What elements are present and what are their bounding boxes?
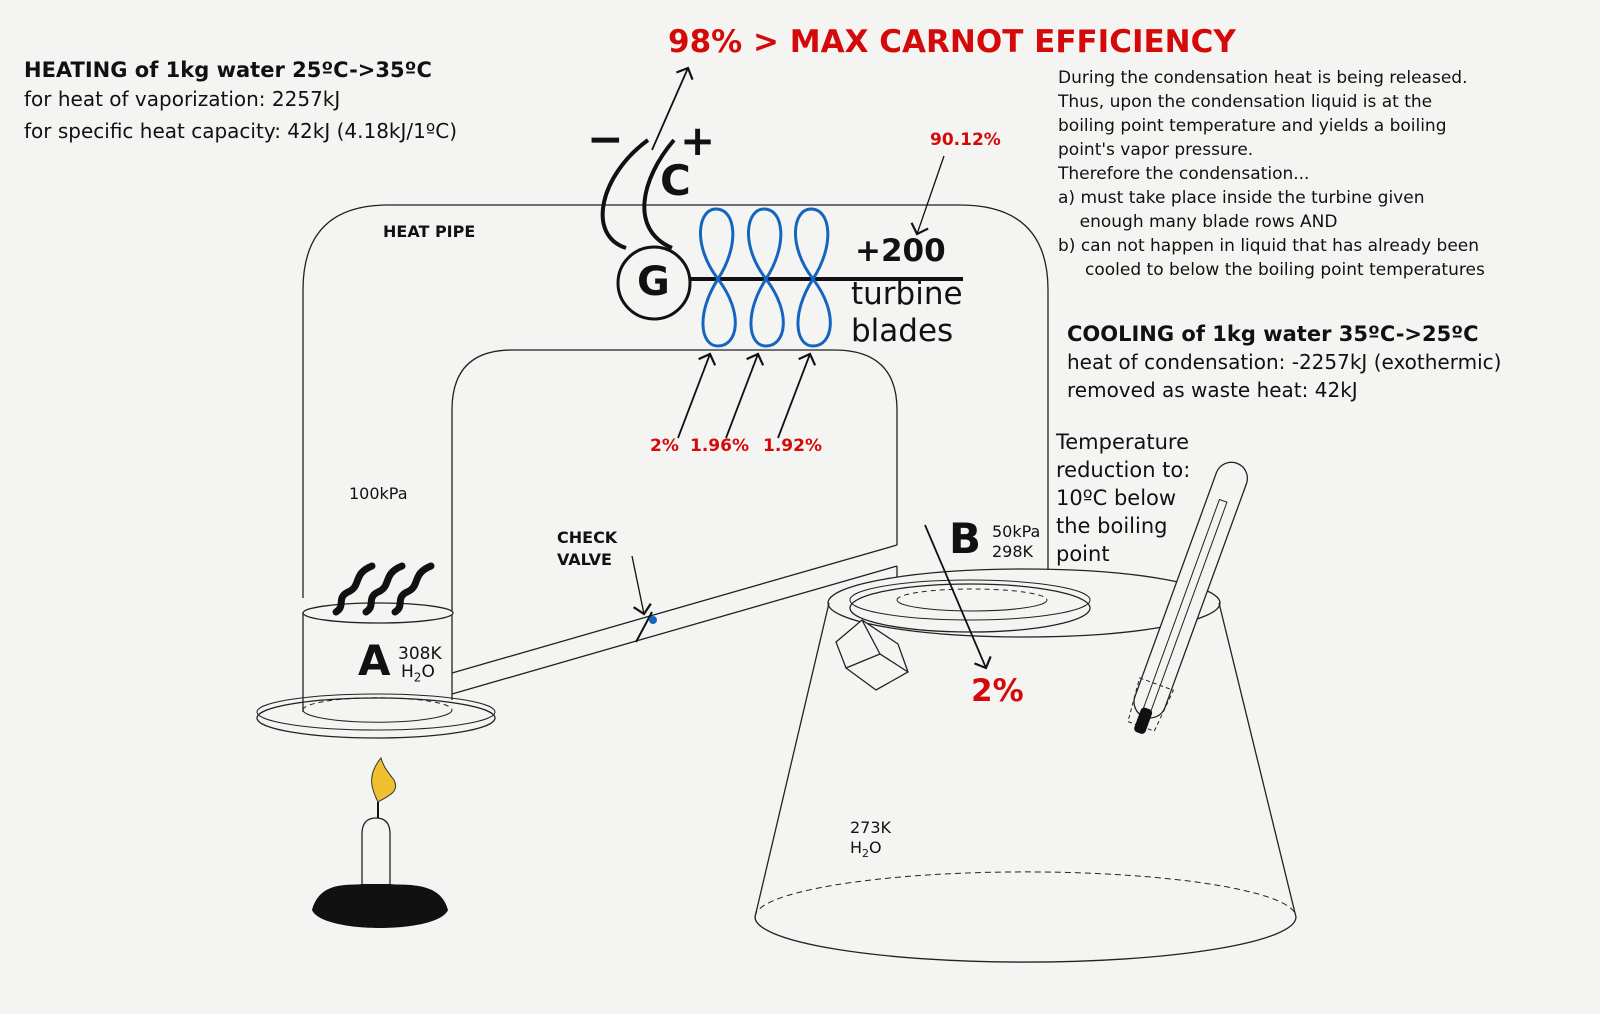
steam-icon-1 [332,562,376,616]
temperature-note-line: Temperature [1056,430,1190,454]
check-valve-line: CHECK [557,528,618,547]
row3-pct: 1.92% [763,436,822,456]
basin-substance: H2O [850,838,882,861]
condensation-note-line: Therefore the condensation... [1058,164,1310,184]
vessel-a-bottom-rim-front [302,709,453,723]
condensation-note-line: b) can not happen in liquid that has alr… [1058,236,1480,256]
cooling-condensation: heat of condensation: -2257kJ (exothermi… [1067,350,1502,374]
minus-label: − [587,114,624,165]
row3-arrow [777,352,817,439]
vessel-a-temp: 308K [398,644,442,664]
turbine-label-line: turbine [851,276,963,312]
output-arrow [651,66,694,151]
turbine-label-line: blades [851,313,954,349]
thermometer-icon [1127,461,1249,734]
vessel-b-label: B [949,514,982,563]
row1-pct: 2% [650,436,679,456]
condensation-note-line: cooled to below the boiling point temper… [1058,260,1485,280]
temperature-note-line: point [1056,542,1110,566]
turbine-gain: +200 [855,233,946,269]
condensation-note-line: Thus, upon the condensation liquid is at… [1058,92,1433,112]
condensation-notes: During the condensation heat is being re… [1058,66,1485,282]
plus-label: + [680,116,716,165]
check-valve-line: VALVE [557,550,612,569]
headline: 98% > MAX CARNOT EFFICIENCY [668,24,1236,60]
burner-base [312,884,448,928]
condensation-note-line: During the condensation heat is being re… [1058,68,1468,88]
vessel-a-base-inner [256,693,496,731]
heating-specific-heat: for specific heat capacity: 42kJ (4.18kJ… [24,119,458,143]
heat-pipe-inner [451,349,898,700]
condensation-note-line: point's vapor pressure. [1058,140,1254,160]
basin-bottom-front [754,916,1297,963]
cooling-title: COOLING of 1kg water 35ºC->25ºC [1067,322,1479,346]
basin-left-wall [754,602,830,918]
steam-icon-3 [391,562,435,616]
flame-icon [371,756,396,803]
vessel-b-pressure: 50kPa [992,522,1041,541]
turbine-blade-row-3 [794,207,832,348]
heating-title: HEATING of 1kg water 25ºC->35ºC [24,58,432,82]
generator-icon [616,245,692,321]
return-pipe-top [451,544,898,674]
basin-bottom-back [754,871,1297,918]
heating-vaporization: for heat of vaporization: 2257kJ [24,87,341,111]
turbine-blades [699,207,832,348]
vessel-a-label: A [358,636,391,685]
temperature-note-line: the boiling [1056,514,1168,538]
check-valve-arrow [631,555,652,616]
capacitor-label: C [660,156,691,205]
condensation-note-line: a) must take place inside the turbine gi… [1058,188,1425,208]
vessel-b-bottom-rim [896,588,1048,601]
condensation-note-line: boiling point temperature and yields a b… [1058,116,1447,136]
capacitor-inner-plate [642,138,676,250]
pressure-a-label: 100kPa [349,484,408,503]
temperature-note-line: 10ºC below [1056,486,1177,510]
condensation-note-line: enough many blade rows AND [1058,212,1338,232]
turbine-blade-row-1 [699,207,737,348]
vessel-a-base-outer [256,697,496,739]
row2-arrow [725,352,765,439]
basin-temp: 273K [850,818,892,837]
heat-pipe-outer [302,204,1049,598]
vessel-a-water-surface [302,602,454,624]
vessel-b-plate-inner [849,579,1091,621]
waste-pct: 2% [971,673,1024,709]
vessel-a-bottom-rim [302,697,453,711]
turbine-total-arrow [910,155,945,236]
return-pipe-bottom [451,565,898,695]
cooling-waste: removed as waste heat: 42kJ [1067,378,1358,402]
check-valve-label: CHECK VALVE [557,527,617,571]
steam-icon-2 [362,562,406,616]
vessel-b-plate-outer [849,583,1091,633]
turbine-total-pct: 90.12% [930,130,1001,150]
vessel-b-temp: 298K [992,542,1034,561]
row2-pct: 1.96% [690,436,749,456]
ice-cube-icon [835,619,909,691]
temperature-note-line: reduction to: [1056,458,1191,482]
row1-arrow [677,352,717,439]
generator-label: G [637,259,670,305]
vessel-b-bottom-rim-front [896,599,1048,612]
burner-body [361,817,391,891]
capacitor-outer-plate [600,138,650,250]
temperature-note: Temperature reduction to: 10ºC below the bo… [1056,428,1190,568]
waste-arrow [924,524,992,670]
heat-pipe-label: HEAT PIPE [383,222,476,241]
basin-right-wall [1218,602,1297,918]
check-valve-flap [635,611,653,643]
vessel-a-substance: H2O [401,662,435,685]
turbine-blade-row-2 [747,207,785,348]
check-valve-dot [649,616,657,624]
